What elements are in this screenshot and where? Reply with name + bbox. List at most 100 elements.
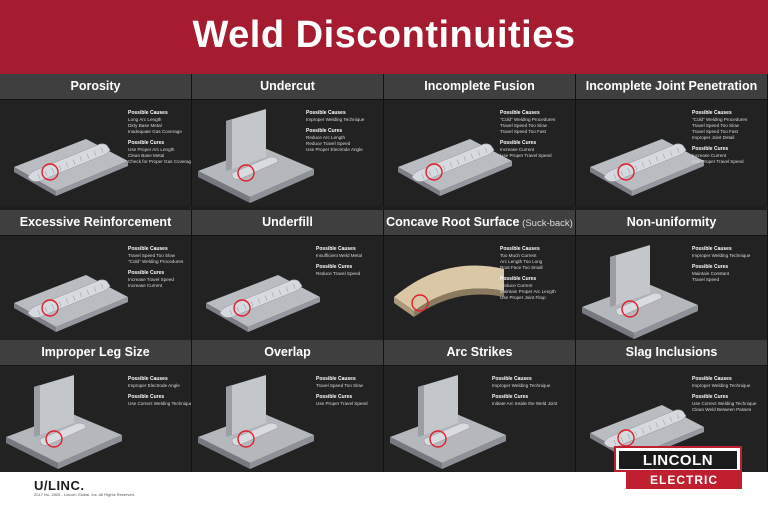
defect-marker-icon: [617, 163, 635, 181]
plate-bead-icon: [398, 139, 512, 196]
ulinc-logo: U/LINC.: [34, 478, 85, 493]
causes-heading: Possible Causes: [316, 376, 356, 382]
causes-heading: Possible Causes: [500, 246, 540, 252]
cures-heading: Possible Cures: [128, 140, 165, 146]
panel-title: Arc Strikes: [384, 345, 575, 359]
lincoln-electric-logo: LINCOLN ELECTRIC: [614, 446, 742, 490]
cause-item: Travel Speed Too Slow: [692, 123, 739, 128]
logo-brand-bottom: ELECTRIC: [650, 473, 718, 487]
causes-heading: Possible Causes: [500, 110, 540, 116]
cause-item: Dirty Base Metal: [128, 123, 162, 128]
fillet-joint-icon: [582, 245, 698, 339]
cure-item: Reduce Travel Speed: [316, 271, 361, 276]
cure-item: Maintain Constant: [692, 271, 730, 276]
cure-item: Use Proper Joint Fitup: [500, 295, 546, 300]
panel-title-bar: Incomplete Joint Penetration: [576, 74, 767, 100]
cure-item: Reduce Travel Speed: [306, 141, 351, 146]
panel-title-text: Overlap: [264, 345, 311, 359]
panel-title: Improper Leg Size: [0, 345, 191, 359]
panel-title-bar: Underfill: [192, 210, 383, 236]
defect-marker-icon: [45, 430, 63, 448]
page-title: Weld Discontinuities: [192, 14, 576, 56]
panel-subtitle: (Suck-back): [519, 218, 573, 229]
plate-bead-icon: [14, 275, 128, 332]
causes-heading: Possible Causes: [128, 246, 168, 252]
defect-marker-icon: [237, 430, 255, 448]
cause-item: Inadequate Gas Coverage: [128, 129, 182, 134]
panel-title-bar: Non-uniformity: [576, 210, 767, 236]
panel-title-bar: Undercut: [192, 74, 383, 100]
panel-title-bar: Incomplete Fusion: [384, 74, 575, 100]
cause-item: Improper Welding Technique: [306, 117, 365, 122]
cause-item: Travel Speed Too Fast: [500, 129, 546, 134]
cure-item: Reduce Current: [500, 283, 533, 288]
defect-marker-icon: [237, 164, 255, 182]
causes-heading: Possible Causes: [316, 246, 356, 252]
panel-title-bar: Concave Root Surface (Suck-back): [384, 210, 575, 236]
cure-item: Maintain Proper Arc Length: [500, 289, 556, 294]
fillet-joint-icon: [198, 109, 314, 203]
cause-item: Improper Joint Detail: [692, 135, 735, 140]
panel-title: Undercut: [192, 79, 383, 93]
cause-item: Improper Welding Technique: [492, 383, 551, 388]
panel-title-text: Underfill: [262, 215, 313, 229]
plate-bead-icon: [14, 139, 128, 196]
cause-item: Travel Speed Too Slow: [316, 383, 363, 388]
panel-info: Possible Causes"Cold" Welding Procedures…: [692, 110, 762, 165]
causes-heading: Possible Causes: [692, 110, 732, 116]
panel-title-bar: Slag Inclusions: [576, 340, 767, 366]
causes-heading: Possible Causes: [306, 110, 346, 116]
cure-item: Increase Current: [692, 153, 727, 158]
cures-heading: Possible Cures: [500, 140, 537, 146]
defect-marker-icon: [429, 430, 447, 448]
panel-title: Porosity: [0, 79, 191, 93]
discontinuity-panel: Concave Root Surface (Suck-back) Possible…: [384, 210, 576, 342]
cures-heading: Possible Cures: [500, 276, 537, 282]
cause-item: Arc Length Too Long: [500, 259, 543, 264]
plate-bead-icon: [590, 139, 704, 196]
cures-heading: Possible Cures: [316, 264, 353, 270]
copyright-note: 2017 No. 2825 - Lincoln Global, Inc. All…: [34, 492, 135, 497]
cause-item: "Cold" Welding Procedures: [692, 117, 748, 122]
cure-item: Increase Current: [500, 147, 535, 152]
cures-heading: Possible Cures: [692, 394, 729, 400]
defect-marker-icon: [41, 299, 59, 317]
panel-info: Possible Causes"Cold" Welding Procedures…: [500, 110, 570, 159]
causes-heading: Possible Causes: [692, 246, 732, 252]
panel-title-bar: Overlap: [192, 340, 383, 366]
cures-heading: Possible Cures: [692, 146, 729, 152]
cures-heading: Possible Cures: [692, 264, 729, 270]
causes-heading: Possible Causes: [128, 376, 168, 382]
panel-title-bar: Arc Strikes: [384, 340, 575, 366]
causes-heading: Possible Causes: [492, 376, 532, 382]
panel-title: Excessive Reinforcement: [0, 215, 191, 229]
panel-title: Slag Inclusions: [576, 345, 767, 359]
causes-heading: Possible Causes: [128, 110, 168, 116]
cause-item: Improper Welding Technique: [692, 253, 751, 258]
panel-title: Overlap: [192, 345, 383, 359]
cure-item: Use Proper Arc Length: [128, 147, 175, 152]
cause-item: Insufficient Weld Metal: [316, 253, 363, 258]
cure-item: Reduce Arc Length: [306, 135, 346, 140]
logo-brand-top: LINCOLN: [642, 452, 714, 469]
cure-item: Use Proper Travel Speed: [316, 401, 368, 406]
defect-marker-icon: [411, 294, 429, 312]
plate-bead-icon: [206, 275, 320, 332]
pipe-root-icon: [394, 265, 504, 317]
panel-title-text: Improper Leg Size: [41, 345, 150, 359]
panel-title-text: Slag Inclusions: [625, 345, 718, 359]
panel-title-text: Non-uniformity: [626, 215, 717, 229]
panel-title-text: Porosity: [70, 79, 121, 93]
cause-item: Improper Welding Technique: [692, 383, 751, 388]
fillet-joint-icon: [198, 375, 314, 469]
